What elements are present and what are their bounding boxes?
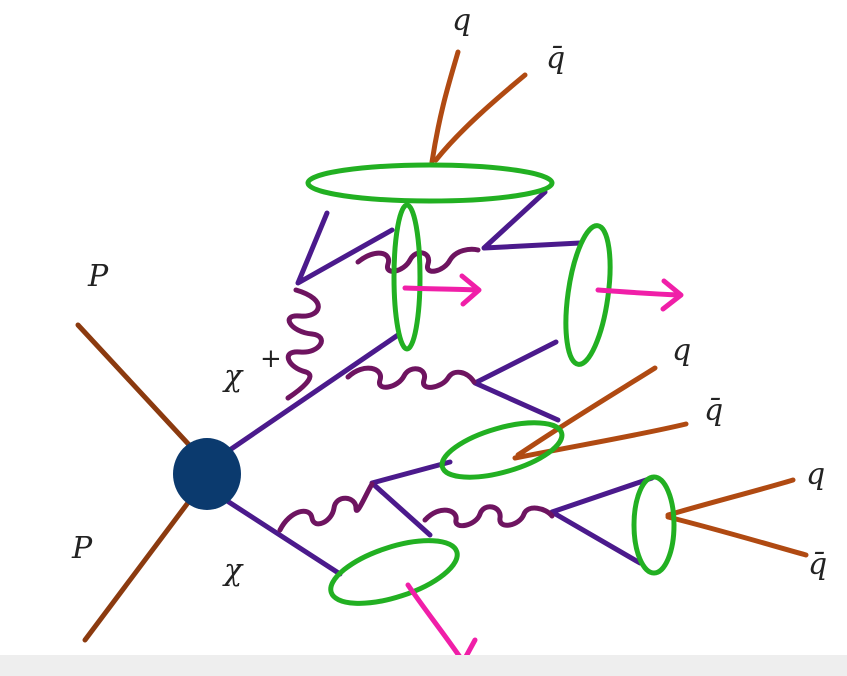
jet-ellipse-upper-right xyxy=(563,223,613,367)
quark-right-q xyxy=(665,477,796,518)
label-q-top: q xyxy=(452,3,472,38)
jet-ellipse-middle xyxy=(439,420,565,480)
met-arrow-upper-right xyxy=(595,278,684,312)
met-arrow-bottom xyxy=(405,582,478,665)
met-arrow-upper-mid xyxy=(402,273,482,307)
label-chi: χ xyxy=(224,553,243,588)
proton-line-top xyxy=(75,322,208,465)
quark-top-q xyxy=(429,49,461,165)
chi-plus-line xyxy=(215,332,401,461)
chi-line xyxy=(215,492,343,577)
boson-curl-chi-plus xyxy=(285,287,324,401)
quark-right-qbar xyxy=(665,514,809,558)
label-qbar-right: q̄ xyxy=(808,547,828,582)
label-q-mid: q xyxy=(672,333,692,368)
middle-fork xyxy=(472,339,561,423)
boson-curl-middle xyxy=(345,365,477,390)
label-chi-plus-sup: + xyxy=(260,344,282,374)
upper-left-vee xyxy=(295,210,395,286)
jet-ellipse-bottom xyxy=(328,538,460,606)
proton-line-bottom xyxy=(82,477,208,643)
bottom-scroll-strip xyxy=(0,655,847,676)
jet-ellipse-upper-mid xyxy=(391,202,423,352)
jet-ellipse-top xyxy=(305,162,555,204)
quark-mid-q xyxy=(515,365,658,458)
label-q-right: q xyxy=(806,457,826,492)
label-p-top: P xyxy=(88,259,109,294)
label-p-bottom: P xyxy=(72,531,93,566)
quark-top-qbar xyxy=(433,72,528,163)
boson-curl-lower-right xyxy=(422,504,555,529)
label-chi-plus: χ xyxy=(224,359,243,394)
interaction-vertex-blob xyxy=(173,438,241,510)
lower-fork-right xyxy=(549,475,655,566)
lower-fork-left xyxy=(369,459,453,538)
label-qbar-mid: q̄ xyxy=(704,393,724,428)
boson-curl-lower-left xyxy=(277,481,375,533)
label-qbar-top: q̄ xyxy=(546,41,566,76)
upper-right-vee xyxy=(481,189,583,251)
quark-mid-qbar xyxy=(512,421,689,461)
boson-curl-upper xyxy=(355,246,481,274)
jet-ellipse-right xyxy=(631,474,677,576)
